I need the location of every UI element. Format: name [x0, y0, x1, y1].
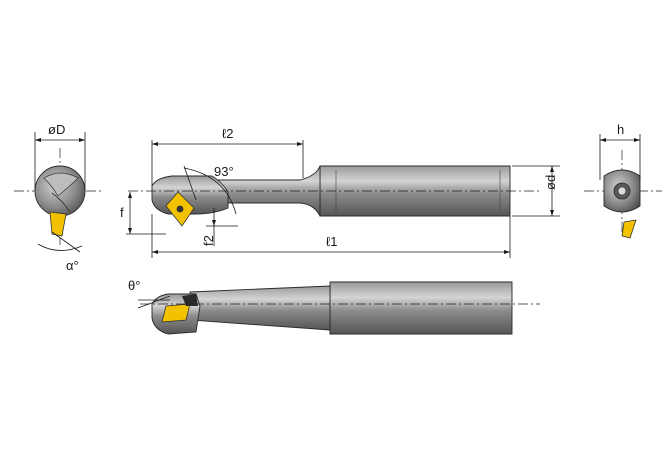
clamp: [182, 294, 198, 306]
cutting-insert: [161, 303, 191, 323]
flute-edge: [51, 192, 71, 213]
dim-label-dia-D: øD: [48, 122, 65, 137]
dim-label-h: h: [617, 122, 624, 137]
cutting-insert: [621, 219, 637, 239]
dim-label-f: f: [120, 205, 124, 220]
dim-label-alpha: α°: [66, 258, 79, 273]
coolant-hole-inner: [617, 186, 627, 196]
bottom-view: θ°: [128, 278, 540, 335]
main-side-view: ℓ2 93° f f2 ℓ1 ød: [120, 126, 560, 258]
chip-flute: [43, 172, 79, 197]
insert-screw: [176, 205, 184, 213]
dim-label-f2: f2: [201, 235, 216, 246]
shank: [329, 281, 513, 335]
left-end-view: øD α°: [14, 122, 104, 273]
dim-label-theta: θ°: [128, 278, 140, 293]
dim-label-dia-d: ød: [543, 175, 558, 190]
cutting-insert: [49, 211, 67, 237]
dim-label-93: 93°: [214, 164, 234, 179]
dim-label-l2: ℓ2: [222, 126, 233, 141]
right-end-view: h: [584, 122, 662, 239]
bar-neck: [189, 285, 331, 331]
dim-label-l1: ℓ1: [326, 234, 337, 249]
